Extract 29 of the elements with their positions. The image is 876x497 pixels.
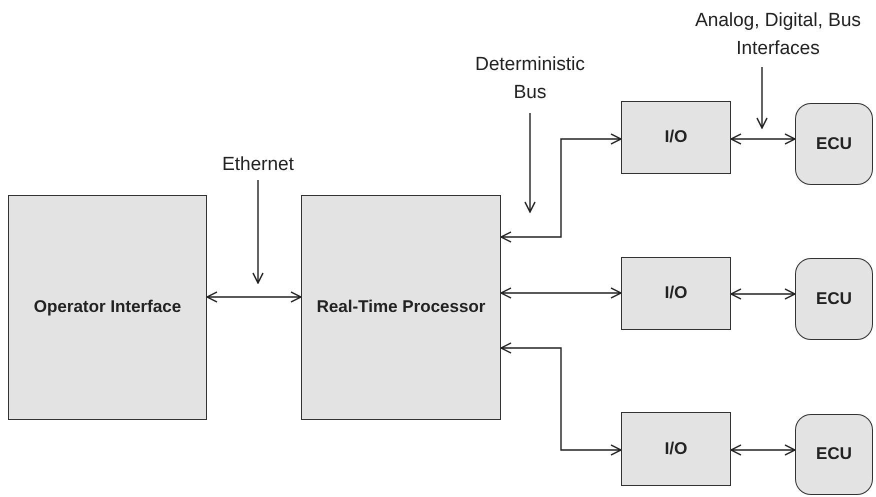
annotation-text: Deterministic Bus — [474, 52, 586, 105]
leader-arrow — [756, 67, 768, 129]
block-label: Operator Interface — [34, 296, 182, 318]
block-label: I/O — [664, 282, 688, 304]
leader-arrow — [524, 113, 536, 213]
block-label: ECU — [816, 443, 852, 466]
processing-block — [8, 195, 207, 420]
block-label: I/O — [664, 126, 688, 148]
connector-arrow — [206, 291, 302, 303]
connector-arrow — [730, 444, 796, 456]
processing-block — [621, 412, 731, 486]
ecu-block — [795, 258, 873, 340]
annotation-text: Ethernet — [222, 152, 294, 177]
connector-arrow — [500, 287, 622, 299]
ecu-block — [795, 414, 873, 495]
connector-arrow — [730, 288, 796, 300]
connector-arrow — [500, 133, 622, 243]
processing-block — [621, 101, 731, 174]
block-label: Real-Time Processor — [316, 296, 486, 318]
leader-arrow — [252, 180, 264, 284]
block-label: I/O — [664, 438, 688, 460]
connector-arrow — [500, 342, 622, 456]
connector-arrow — [730, 133, 796, 145]
annotation-text: Analog, Digital, Bus Interfaces — [694, 8, 862, 61]
ecu-block — [795, 103, 873, 185]
block-label: ECU — [816, 132, 852, 155]
processing-block — [301, 195, 501, 420]
block-label: ECU — [816, 288, 852, 310]
processing-block — [621, 257, 731, 330]
